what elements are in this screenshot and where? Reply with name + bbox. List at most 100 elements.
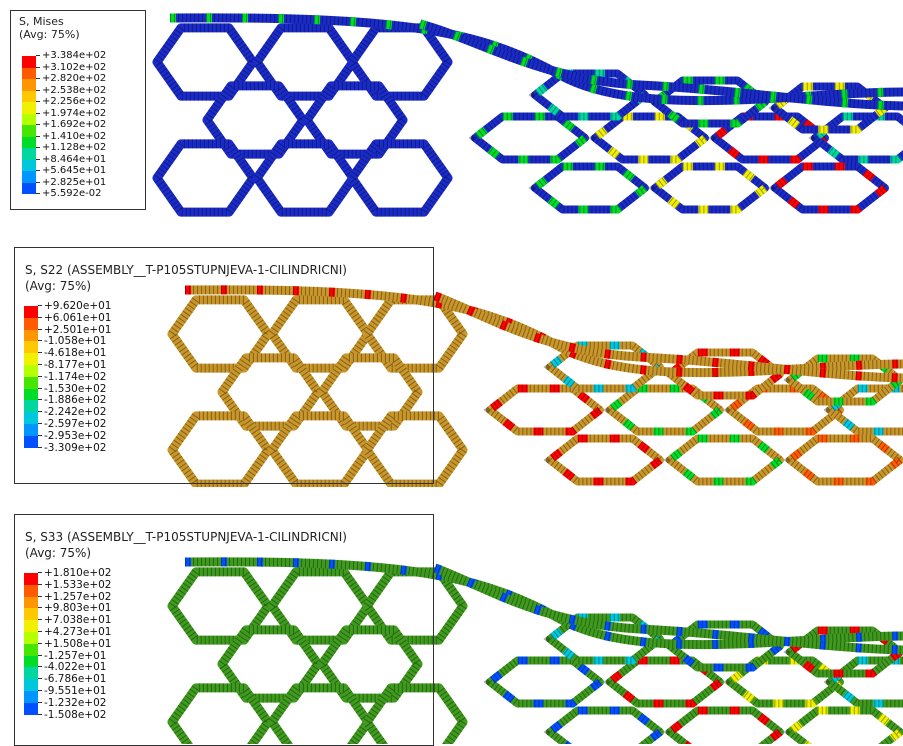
s22-stress-panel: S, S22 (ASSEMBLY__T-P105STUPNJEVA-1-CILI… xyxy=(0,247,903,487)
legend-tick xyxy=(38,607,42,609)
legend-tick xyxy=(38,642,42,644)
legend-tick xyxy=(38,387,42,389)
legend-tick xyxy=(38,631,42,632)
legend-value-label: -4.618e+01 xyxy=(44,347,107,360)
color-swatch xyxy=(22,182,36,194)
mesh-grid xyxy=(543,613,667,665)
legend-value-label: -9.551e+01 xyxy=(44,685,107,697)
legend-tick xyxy=(36,147,40,148)
legend-avg: (Avg: 75%) xyxy=(25,279,92,293)
color-swatch xyxy=(24,608,38,621)
color-swatch xyxy=(22,56,36,68)
legend-value-label: +1.692e+02 xyxy=(42,119,107,130)
legend-tick xyxy=(38,411,42,413)
stress-hotspot xyxy=(528,162,652,214)
color-swatch xyxy=(24,691,38,703)
color-swatch xyxy=(24,412,38,424)
color-swatch xyxy=(22,148,36,160)
color-swatch xyxy=(22,67,36,79)
legend-tick xyxy=(38,434,42,436)
mesh-grid xyxy=(783,434,903,486)
legend-value-label: +1.128e+02 xyxy=(42,142,107,153)
legend-tick xyxy=(38,316,42,318)
stent-strut xyxy=(362,683,468,744)
color-swatch xyxy=(24,667,38,680)
color-swatch xyxy=(24,317,38,330)
legend-value-label: +6.061e+01 xyxy=(44,311,112,324)
legend-value-label: -1.508e+02 xyxy=(44,708,107,721)
legend-tick xyxy=(38,678,42,680)
legend-tick xyxy=(38,340,42,342)
legend-value-label: -6.786e+01 xyxy=(44,673,107,686)
stent-strut xyxy=(267,411,373,487)
legend-tick xyxy=(36,89,40,91)
s22-mesh-plot xyxy=(166,285,903,487)
legend-tick xyxy=(36,181,40,183)
legend-value-label: +3.102e+02 xyxy=(42,61,107,73)
legend-value-label: -1.257e+01 xyxy=(44,649,107,662)
stent-strut xyxy=(826,384,903,436)
mesh-grid xyxy=(543,341,667,393)
legend-tick xyxy=(36,66,40,68)
mesh-grid xyxy=(468,112,592,164)
color-swatch xyxy=(24,573,38,585)
stent-strut xyxy=(433,563,903,655)
legend-tick xyxy=(38,328,42,330)
legend-value-label: +2.256e+02 xyxy=(42,96,107,107)
legend-value-label: -4.022e+01 xyxy=(44,661,107,674)
mesh-grid xyxy=(543,706,667,744)
mesh-grid xyxy=(528,69,652,121)
mesh-grid xyxy=(708,112,832,164)
color-swatch xyxy=(22,102,36,114)
legend-value-label: -1.530e+02 xyxy=(44,382,107,395)
s33-mesh-plot xyxy=(166,557,903,744)
stent-strut xyxy=(152,139,258,217)
stress-hotspot xyxy=(648,162,772,214)
color-swatch xyxy=(24,632,38,644)
legend-value-label: -3.309e+02 xyxy=(44,441,107,454)
legend-tick xyxy=(36,193,40,194)
legend-value-label: +7.038e+01 xyxy=(44,614,112,627)
legend-tick xyxy=(36,170,40,171)
mesh-grid xyxy=(663,434,787,486)
legend-tick xyxy=(36,112,40,114)
mesh-grid xyxy=(823,384,903,436)
color-swatch xyxy=(24,655,38,668)
legend-tick xyxy=(38,364,42,365)
legend-tick xyxy=(38,305,42,306)
color-swatch xyxy=(24,388,38,401)
legend-value-label: +2.820e+02 xyxy=(42,73,107,84)
mesh-grid xyxy=(783,626,903,678)
stent-strut xyxy=(546,706,664,744)
legend-tick xyxy=(36,55,40,56)
stress-hotspot xyxy=(723,656,847,708)
color-swatch xyxy=(24,643,38,656)
mesh-grid xyxy=(768,82,892,134)
color-swatch xyxy=(22,113,36,125)
legend-value-label: +9.620e+01 xyxy=(44,300,112,312)
stress-hotspot xyxy=(528,69,652,121)
mesh-grid xyxy=(723,656,847,708)
color-swatch xyxy=(24,620,38,632)
legend-title: S, S22 (ASSEMBLY__T-P105STUPNJEVA-1-CILI… xyxy=(25,263,347,277)
legend-tick xyxy=(38,654,42,656)
stent-strut xyxy=(167,411,273,487)
legend-value-label: -1.886e+02 xyxy=(44,394,107,407)
stress-hotspot xyxy=(783,626,903,678)
legend-value-label: -2.242e+02 xyxy=(44,406,107,419)
color-swatch xyxy=(24,365,38,377)
stent-strut xyxy=(362,411,468,487)
mesh-grid xyxy=(823,656,903,708)
color-swatch xyxy=(24,353,38,365)
legend-tick xyxy=(38,399,42,401)
stress-hotspot xyxy=(783,354,903,406)
color-swatch xyxy=(22,90,36,102)
legend-value-label: +4.273e+01 xyxy=(44,626,112,638)
color-swatch xyxy=(22,171,36,183)
legend-value-label: -1.058e+01 xyxy=(44,335,107,348)
legend-tick xyxy=(36,78,40,79)
mesh-grid xyxy=(603,384,727,436)
legend-value-label: -2.953e+02 xyxy=(44,429,107,442)
mesh-grid xyxy=(483,384,607,436)
mesh-grid xyxy=(783,706,903,744)
